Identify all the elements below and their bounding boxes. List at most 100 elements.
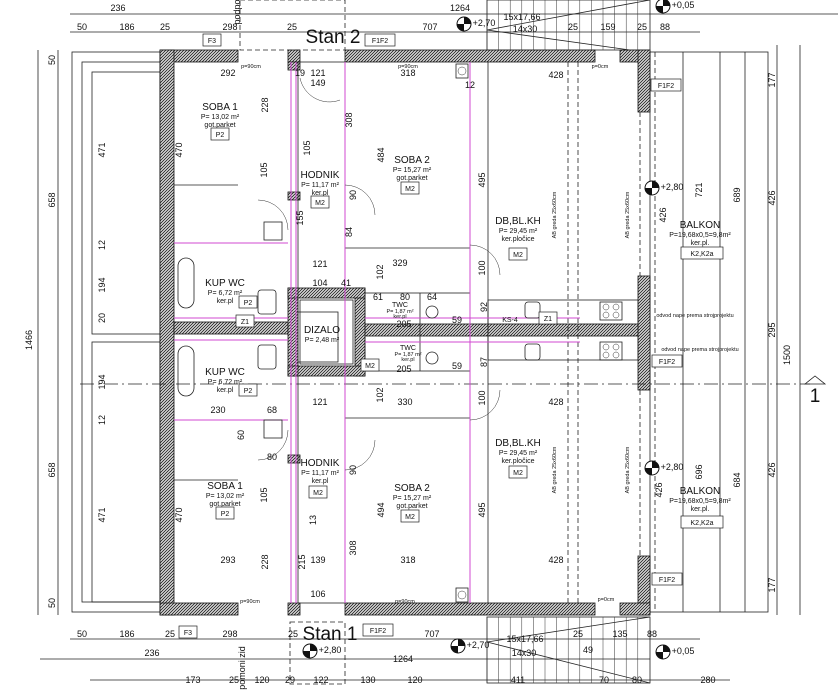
dimension-label: 684 [732, 472, 742, 487]
room-tag-box [210, 127, 230, 141]
dimension-label: 60 [236, 430, 246, 440]
dimension-lines [37, 13, 838, 681]
room-tag: M2 [365, 363, 375, 370]
dimension-label: 61 [373, 292, 383, 302]
tag-label: F1F2 [659, 577, 675, 584]
dimension-label: 50 [77, 22, 87, 32]
tag-label-box [538, 311, 558, 325]
dimension-label: 471 [97, 142, 107, 157]
note-label: p=0cm [592, 64, 609, 70]
dimension-label: 205 [396, 319, 411, 329]
fixtures [177, 63, 623, 603]
room-area: P= 1,87 m² [386, 309, 413, 315]
room-area: P= 2,48 m² [305, 337, 340, 344]
dimension-label: 90 [348, 190, 358, 200]
level-marker-icon [450, 638, 466, 654]
dimension-label: 120 [407, 675, 422, 685]
room-area: P=19,68x0,5=9,8m² [669, 498, 731, 505]
sink-icon [257, 344, 277, 370]
dimension-label: 139 [310, 555, 325, 565]
level-marker-icon [644, 460, 660, 476]
dimension-label: 25 [165, 629, 175, 639]
room-area: P= 6,72 m² [208, 379, 243, 386]
room-area: P= 15,27 m² [393, 167, 432, 174]
dimension-label: 149 [310, 78, 325, 88]
dimension-label: 121 [310, 68, 325, 78]
dimension-label: 105 [302, 140, 312, 155]
dimension-label: 470 [174, 507, 184, 522]
note-label: podpo [232, 0, 242, 25]
dimension-label: 59 [452, 361, 462, 371]
dimension-label: 25 [573, 629, 583, 639]
dimension-label: 12 [97, 240, 107, 250]
dimension-label: 25 [637, 22, 647, 32]
dimension-label: 173 [185, 675, 200, 685]
dimension-label: 64 [427, 292, 437, 302]
room-floor: ker.pl. [691, 506, 710, 513]
note-label: odvod nape prema strojprojektu [661, 347, 738, 353]
dimension-label: 102 [375, 387, 385, 402]
dimension-label: 122 [313, 675, 328, 685]
stove-icon [599, 341, 623, 361]
dimension-label: 318 [400, 555, 415, 565]
dimension-label: 470 [174, 142, 184, 157]
dimension-label: 186 [119, 629, 134, 639]
dimension-label: 29 [285, 675, 295, 685]
dimension-label: 104 [312, 278, 327, 288]
note-label: AB greda 25x60cm [552, 191, 558, 238]
room-name: HODNIK [301, 458, 340, 469]
dimension-label: 426 [654, 482, 664, 497]
unit-title: Stan 1 [303, 624, 358, 645]
toilet-icon [425, 305, 439, 319]
dimension-label: 330 [397, 397, 412, 407]
dimension-label: 90 [348, 465, 358, 475]
dimension-label: 658 [47, 192, 57, 207]
dimension-label: 280 [700, 675, 715, 685]
room-area: P= 6,72 m² [208, 290, 243, 297]
dimension-label: 411 [511, 675, 525, 685]
room-floor: got.parket [204, 122, 235, 129]
room-floor: ker.pl [312, 190, 329, 197]
room-floor: ker.pl [217, 298, 234, 305]
sink-icon [257, 289, 277, 315]
dimension-label: 426 [658, 207, 668, 222]
dimension-label: 80 [632, 675, 642, 685]
room-tag: K2,K2a [691, 520, 714, 527]
dimension-label: 428 [548, 70, 563, 80]
dimension-label: 194 [97, 277, 107, 292]
left-frame [71, 51, 161, 613]
dimension-label: 19 [295, 68, 305, 78]
dimension-label: 25 [288, 629, 298, 639]
room-tag: M2 [313, 490, 323, 497]
walls [159, 49, 651, 616]
dimension-label: 228 [260, 97, 270, 112]
room-tag-box [400, 509, 420, 523]
dimension-label: 495 [477, 502, 487, 517]
dimension-label: 230 [210, 405, 225, 415]
dimension-label: 25 [568, 22, 578, 32]
dimension-label: 696 [694, 464, 704, 479]
dimension-label: 13 [308, 515, 318, 525]
dimension-label: 292 [220, 68, 235, 78]
tag-label: F3 [184, 630, 192, 637]
dimension-label: 707 [424, 629, 439, 639]
level-label: +2,70 [473, 18, 496, 28]
dimension-label: 658 [47, 462, 57, 477]
room-name: SOBA 2 [394, 483, 430, 494]
dimension-label: 1466 [24, 330, 34, 350]
room-area: P=19,68x0,5=9,8m² [669, 232, 731, 239]
room-tag: M2 [513, 470, 523, 477]
room-floor: ker.pločice [501, 236, 534, 243]
dimension-label: 295 [767, 322, 777, 337]
level-marker-icon [302, 643, 318, 659]
room-floor: ker.pl [401, 357, 414, 363]
dimension-label: 50 [47, 598, 57, 608]
dimension-label: 494 [376, 502, 386, 517]
room-name: DB,BL.KH [495, 438, 541, 449]
room-name: KUP WC [205, 367, 245, 378]
room-tag: P2 [244, 300, 253, 307]
tag-label-box [178, 625, 198, 639]
note-label: AB greda 25x60cm [625, 191, 631, 238]
